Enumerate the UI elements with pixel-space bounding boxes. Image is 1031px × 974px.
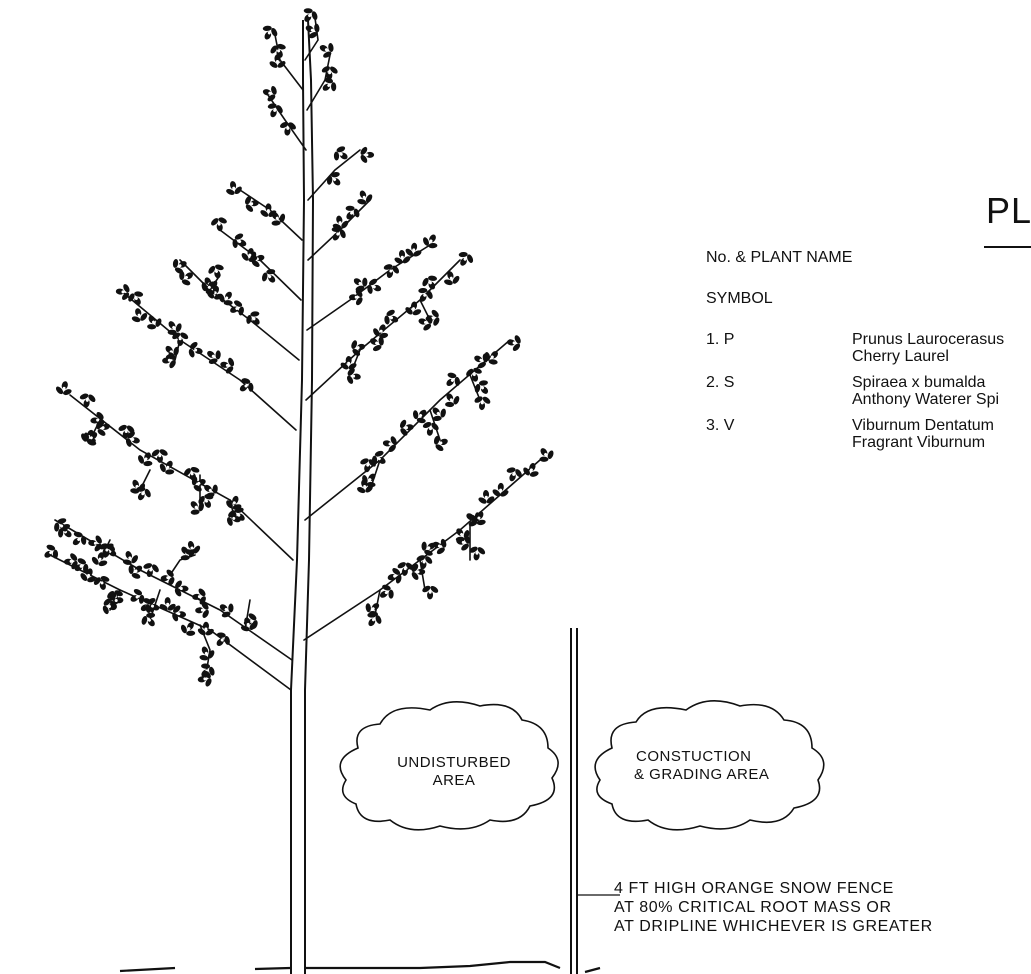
- leaf-cluster: [348, 336, 368, 359]
- undisturbed-area-line1: UNDISTURBED: [397, 754, 511, 771]
- leaf-cluster: [397, 417, 415, 438]
- leaf-cluster: [339, 355, 359, 372]
- legend-header-symbol: SYMBOL: [706, 290, 773, 307]
- plant-common-name: Cherry Laurel: [852, 348, 949, 365]
- plant-common-name: Anthony Waterer Spi: [852, 391, 1000, 408]
- plant-symbol: 1. P: [706, 331, 735, 348]
- undisturbed-area-line2: AREA: [432, 772, 476, 789]
- leaf-cluster: [53, 379, 75, 398]
- ground-line: [119, 960, 601, 974]
- fence-note-line3: AT DRIPLINE WHICHEVER IS GREATER: [614, 918, 933, 935]
- leaf-cluster: [315, 38, 338, 62]
- plant-botanical-name: Spiraea x bumalda: [852, 374, 986, 391]
- legend-title: PL: [986, 190, 1031, 231]
- leaf-cluster: [415, 311, 436, 334]
- tree-trunk: [290, 19, 315, 974]
- leaf-cluster: [472, 394, 493, 411]
- leaf-cluster: [91, 572, 113, 593]
- snow-fence: [570, 628, 620, 974]
- plant-botanical-name: Prunus Laurocerasus: [852, 331, 1005, 348]
- leaf-cluster: [329, 142, 353, 166]
- leaf-cluster: [297, 3, 322, 27]
- leaf-cluster: [439, 388, 464, 412]
- leaf-cluster: [268, 54, 287, 70]
- leaf-cluster: [359, 145, 375, 165]
- leaf-cluster: [223, 179, 245, 198]
- legend-header-name: No. & PLANT NAME: [706, 249, 853, 266]
- leaf-cluster: [440, 268, 463, 289]
- leaf-cluster: [339, 201, 364, 225]
- plant-common-name: Fragrant Viburnum: [852, 434, 986, 451]
- construction-area-line1: CONSTUCTION: [636, 748, 752, 765]
- leaf-cluster: [319, 64, 340, 81]
- leaf-cluster: [234, 374, 258, 398]
- leaf-cluster: [301, 18, 324, 42]
- leaf-cluster: [87, 533, 104, 554]
- leaf-cluster: [196, 621, 216, 638]
- leaf-cluster: [453, 247, 477, 271]
- construction-area-label: CONSTUCTION & GRADING AREA: [614, 748, 814, 784]
- leaf-cluster: [430, 431, 451, 455]
- leaf-cluster: [210, 628, 235, 652]
- construction-area-line2: & GRADING AREA: [634, 766, 770, 783]
- undisturbed-area-cloud: [339, 701, 559, 831]
- leaf-cluster: [420, 584, 440, 600]
- leaf-cluster: [505, 332, 524, 354]
- legend-title-underline: [984, 246, 1031, 248]
- leaf-cluster: [128, 305, 151, 326]
- leaf-cluster: [502, 463, 526, 485]
- fence-note-line2: AT 80% CRITICAL ROOT MASS OR: [614, 899, 892, 916]
- fence-note: 4 FT HIGH ORANGE SNOW FENCE AT 80% CRITI…: [614, 879, 933, 936]
- leaf-cluster: [242, 193, 261, 215]
- plant-symbol: 3. V: [706, 417, 735, 434]
- leaf-cluster: [257, 21, 282, 44]
- leaf-cluster: [218, 355, 237, 376]
- leaf-cluster: [118, 547, 142, 569]
- tree-foliage: [39, 3, 558, 690]
- leaf-cluster: [150, 447, 170, 464]
- leaf-cluster: [39, 540, 63, 565]
- leaf-cluster: [242, 307, 266, 331]
- leaf-cluster: [194, 642, 218, 665]
- leaf-cluster: [116, 422, 137, 441]
- leaf-cluster: [185, 339, 205, 361]
- leaf-cluster: [139, 559, 162, 580]
- undisturbed-area-label: UNDISTURBED AREA: [366, 754, 542, 790]
- leaf-cluster: [208, 214, 230, 233]
- leaf-cluster: [76, 390, 98, 410]
- construction-area-cloud: [594, 700, 825, 831]
- plant-botanical-name: Viburnum Dentatum: [852, 417, 994, 434]
- leaf-cluster: [260, 82, 280, 105]
- leaf-cluster: [490, 482, 511, 499]
- leaf-cluster: [520, 460, 543, 481]
- plant-symbol: 2. S: [706, 374, 735, 391]
- fence-note-line1: 4 FT HIGH ORANGE SNOW FENCE: [614, 880, 894, 897]
